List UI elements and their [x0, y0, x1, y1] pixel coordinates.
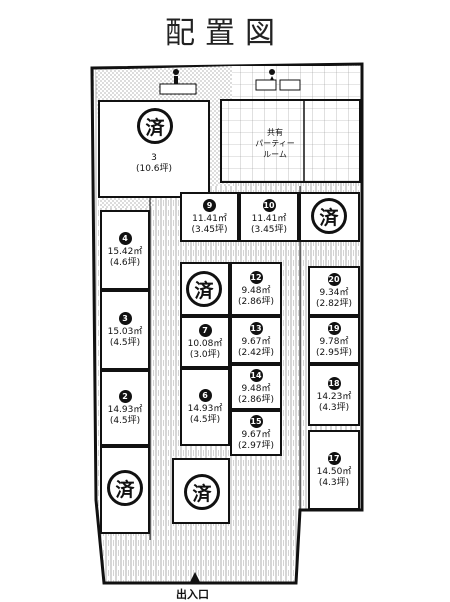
- room-number: 9: [203, 198, 216, 212]
- room-area: 14.93㎡: [107, 404, 143, 415]
- room-13[interactable]: 13 9.67㎡ (2.42坪): [230, 316, 282, 364]
- room-tsubo: (4.3坪): [318, 402, 350, 413]
- room-tsubo: (2.97坪): [237, 440, 275, 451]
- room-tsubo: (4.6坪): [109, 257, 141, 268]
- room-10[interactable]: 10 11.41㎡ (3.45坪): [239, 192, 299, 242]
- room-number: 10: [262, 198, 276, 212]
- room-number: 17: [327, 451, 341, 465]
- room-tsubo: (4.5坪): [189, 414, 221, 425]
- room-tsubo: (4.5坪): [109, 337, 141, 348]
- room-area: 3: [151, 153, 157, 163]
- room-area: 9.34㎡: [319, 287, 349, 298]
- room-tsubo: (2.86坪): [237, 296, 275, 307]
- room-tsubo: (3.0坪): [189, 349, 221, 360]
- shared-room-label-3: ルーム: [263, 150, 287, 159]
- room-number: 13: [249, 321, 263, 335]
- entrance-label: 出入口: [176, 588, 209, 601]
- room-number: 4: [118, 231, 132, 245]
- room-number: 18: [327, 376, 341, 390]
- room-area: 11.41㎡: [192, 213, 227, 224]
- sold-stamp: 済: [107, 470, 143, 506]
- room-3[interactable]: 3 15.03㎡ (4.5坪): [100, 290, 150, 370]
- room-area: 14.23㎡: [316, 391, 352, 402]
- sold-stamp: 済: [311, 198, 347, 234]
- room-number: 19: [327, 321, 341, 335]
- room-area: 9.67㎡: [241, 336, 271, 347]
- room-number: 2: [118, 389, 132, 403]
- shared-room-label-1: 共有: [267, 128, 283, 137]
- room-14[interactable]: 14 9.48㎡ (2.86坪): [230, 364, 282, 410]
- room-area: 15.42㎡: [107, 246, 143, 257]
- sold-stamp: 済: [184, 474, 220, 510]
- room-number: 3: [118, 311, 132, 325]
- room-19[interactable]: 19 9.78㎡ (2.95坪): [308, 316, 360, 364]
- room-number: 7: [198, 323, 212, 337]
- room-area: 11.41㎡: [251, 213, 287, 224]
- sold-stamp: 済: [137, 108, 173, 144]
- room-tsubo: (2.86坪): [237, 394, 275, 405]
- entrance-arrow: [189, 572, 201, 584]
- shared-room-area: [220, 99, 361, 183]
- room-6[interactable]: 6 14.93㎡ (4.5坪): [180, 368, 230, 446]
- shared-room-label-2: パーティー: [255, 139, 295, 148]
- room-area: 9.78㎡: [319, 336, 349, 347]
- room-2[interactable]: 2 14.93㎡ (4.5坪): [100, 370, 150, 446]
- room-number: 14: [249, 368, 263, 382]
- room-12[interactable]: 12 9.48㎡ (2.86坪): [230, 262, 282, 316]
- room-area: 9.67㎡: [241, 429, 271, 440]
- room-tsubo: (10.6坪): [135, 164, 173, 174]
- room-9[interactable]: 9 11.41㎡ (3.45坪): [180, 192, 239, 242]
- room-tsubo: (3.45坪): [250, 224, 288, 235]
- room-tsubo: (2.82坪): [315, 298, 353, 309]
- room-area: 9.48㎡: [241, 383, 271, 394]
- room-number: 6: [198, 388, 212, 402]
- room-7[interactable]: 7 10.08㎡ (3.0坪): [180, 316, 230, 368]
- room-4[interactable]: 4 15.42㎡ (4.6坪): [100, 210, 150, 290]
- room-area: 14.93㎡: [187, 403, 223, 414]
- page-title: 配置図: [165, 16, 285, 51]
- room-tsubo: (4.5坪): [109, 415, 141, 426]
- room-area: 10.08㎡: [187, 338, 223, 349]
- room-tsubo: (2.42坪): [237, 347, 275, 358]
- room-area: 14.50㎡: [316, 466, 352, 477]
- room-number: 15: [249, 414, 263, 428]
- room-18[interactable]: 18 14.23㎡ (4.3坪): [308, 364, 360, 426]
- room-20[interactable]: 20 9.34㎡ (2.82坪): [308, 266, 360, 316]
- room-17[interactable]: 17 14.50㎡ (4.3坪): [308, 430, 360, 510]
- room-tsubo: (3.45坪): [191, 224, 228, 235]
- room-tsubo: (2.95坪): [315, 347, 353, 358]
- room-number: 20: [327, 272, 341, 286]
- room-tsubo: (4.3坪): [318, 477, 350, 488]
- room-area: 15.03㎡: [107, 326, 143, 337]
- room-15[interactable]: 15 9.67㎡ (2.97坪): [230, 410, 282, 456]
- room-area: 9.48㎡: [241, 285, 271, 296]
- sold-stamp: 済: [186, 271, 222, 307]
- room-number: 12: [249, 270, 263, 284]
- shared-party-room: 共有 パーティー ルーム: [248, 127, 302, 160]
